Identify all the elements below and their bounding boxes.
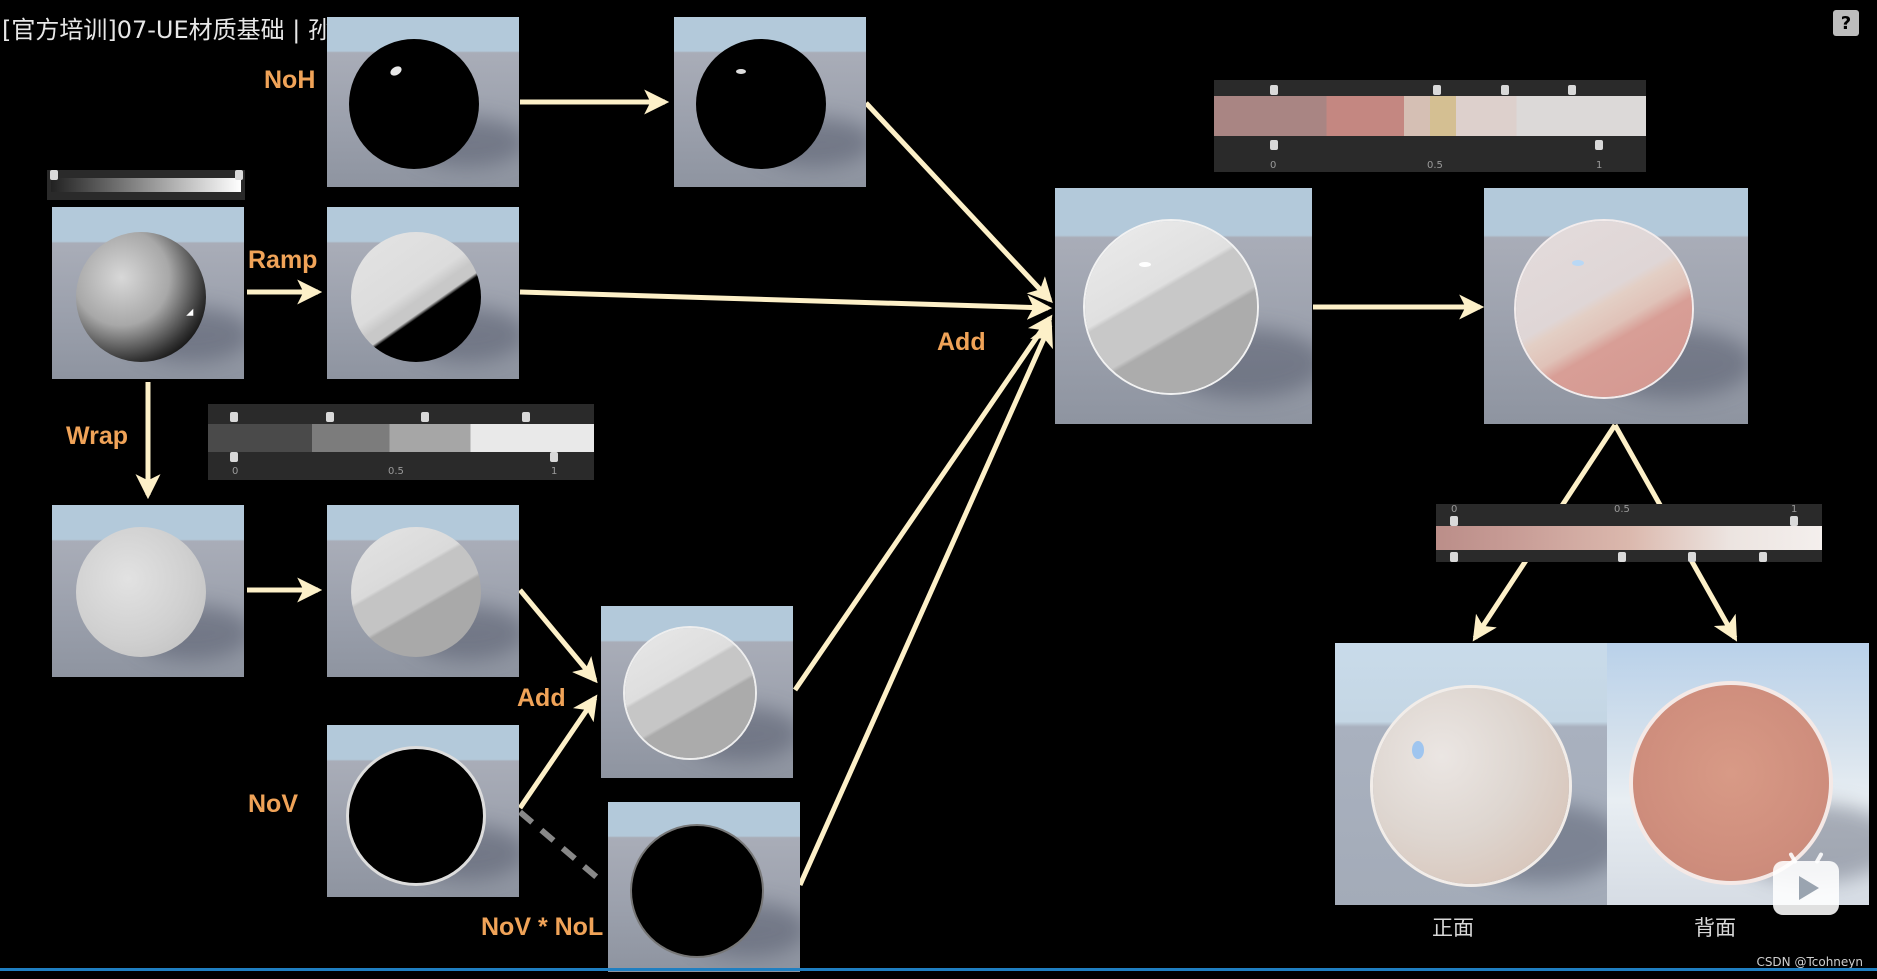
arrow-ramp-add xyxy=(519,289,1053,320)
label-add-left: Add xyxy=(517,684,566,712)
colored-sphere-tile xyxy=(1484,188,1748,424)
arrow-add-main xyxy=(792,314,1053,692)
color-ramp-bottom[interactable]: 0 0.5 1 xyxy=(1436,504,1822,562)
tick-label: 1 xyxy=(551,466,558,477)
arrow-noh-add xyxy=(864,101,1053,304)
noh-sharp-tile xyxy=(674,17,866,187)
front-render-tile xyxy=(1335,643,1607,905)
arrow-novnol-main xyxy=(797,321,1053,887)
add-sphere-tile xyxy=(601,606,793,778)
caption-front: 正面 xyxy=(1432,916,1474,940)
caption-back: 背面 xyxy=(1694,916,1736,940)
tick-label: 0.5 xyxy=(1427,160,1443,171)
lambert-gradient-slider[interactable] xyxy=(47,170,245,200)
label-ramp: Ramp xyxy=(248,246,318,274)
tick-label: 1 xyxy=(1596,160,1603,171)
tick-label: 1 xyxy=(1791,504,1798,515)
wrap-ramp-panel[interactable]: 0 0.5 1 xyxy=(208,404,594,480)
label-wrap: Wrap xyxy=(66,422,129,450)
base-lambert-tile xyxy=(52,207,244,379)
label-noh: NoH xyxy=(264,66,316,94)
watermark: CSDN @Tcohneyn xyxy=(1756,955,1863,969)
wrap-ramp-sphere-tile xyxy=(327,505,519,677)
nov-sphere-tile xyxy=(327,725,519,897)
arrow-wrap-add xyxy=(518,588,598,684)
label-nov-nol: NoV * NoL xyxy=(481,913,604,941)
label-nov: NoV xyxy=(248,790,298,818)
video-play-icon[interactable] xyxy=(1773,851,1839,915)
color-ramp-top[interactable]: 0 0.5 1 xyxy=(1214,80,1646,172)
noh-sphere-tile xyxy=(327,17,519,187)
combined-sphere-tile xyxy=(1055,188,1312,424)
progress-bar[interactable] xyxy=(0,968,1877,971)
tick-label: 0 xyxy=(1451,504,1458,515)
nov-nol-sphere-tile xyxy=(608,802,800,972)
wrap-sphere-tile xyxy=(52,505,244,677)
arrow-nov-add xyxy=(517,694,598,810)
ramp-sphere-tile xyxy=(327,207,519,379)
label-add-center: Add xyxy=(937,328,986,356)
tick-label: 0 xyxy=(232,466,239,477)
tick-label: 0.5 xyxy=(1614,504,1630,515)
dashed-link xyxy=(518,809,602,883)
help-icon[interactable]: ? xyxy=(1833,10,1859,36)
tick-label: 0 xyxy=(1270,160,1277,171)
tick-label: 0.5 xyxy=(388,466,404,477)
